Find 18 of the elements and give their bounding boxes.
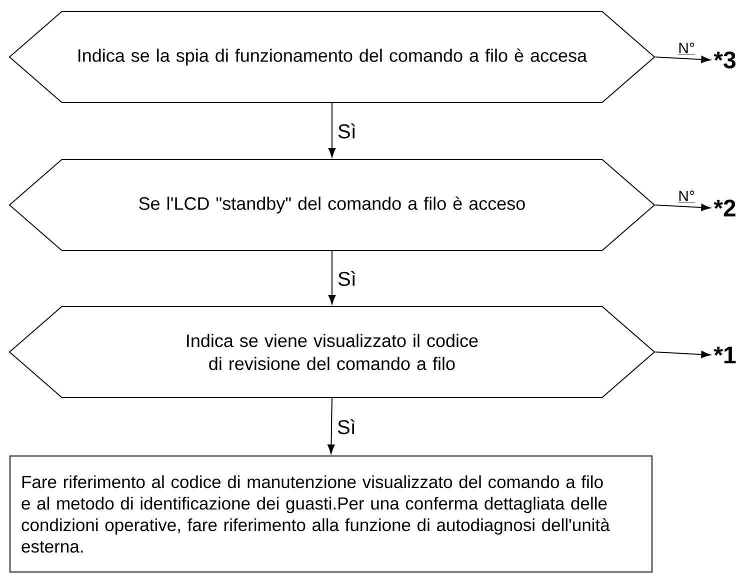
decision-hexagon: Indica se viene visualizzato il codice di revisione del comando a filo <box>8 306 656 398</box>
reference-mark: *2 <box>714 200 736 216</box>
edge-label: Sì <box>336 122 358 140</box>
reference-mark: *1 <box>714 346 736 364</box>
arrow <box>654 350 711 358</box>
edge-label: Sì <box>336 270 358 287</box>
arrow <box>328 250 336 304</box>
decision-hexagon: Se l'LCD "standby" del comando a filo è acceso <box>8 159 656 251</box>
arrow <box>654 204 711 212</box>
arrow <box>328 102 336 158</box>
decision-hexagon: Indica se la spia di funzionamento del comando a filo è accesa <box>8 11 656 103</box>
arrow <box>654 56 711 64</box>
arrow <box>328 398 335 454</box>
reference-mark: *3 <box>714 52 736 69</box>
process-box: Fare riferimento al codice di manutenzione visualizzato del comando a filo e al metodo di identificazione dei guasti.Per una conferma dettagliata delle condizioni operative, fare riferimento alla funzione di autodiagnosi dell'unità esterna. <box>10 456 652 572</box>
edge-label: Sì <box>336 418 357 436</box>
edge-label: N° <box>677 190 696 204</box>
edge-label: N° <box>677 42 696 56</box>
